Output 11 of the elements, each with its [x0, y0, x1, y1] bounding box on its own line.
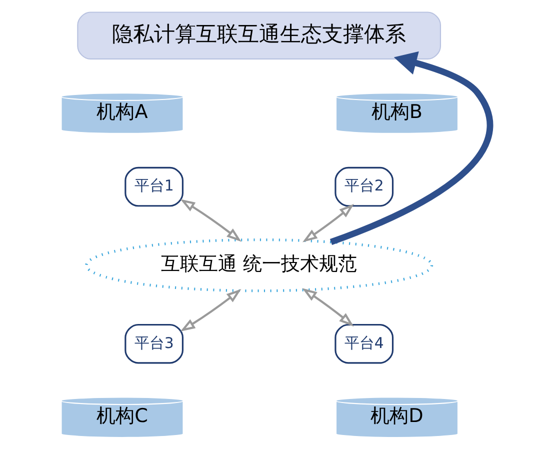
- node-box: 平台2: [334, 166, 394, 207]
- arrow: [302, 288, 354, 327]
- arrow: [180, 199, 241, 242]
- node-box: 平台1: [124, 166, 183, 207]
- node-ellipse: 互联互通 统一技术规范: [84, 238, 433, 292]
- node-box: 平台3: [124, 324, 183, 364]
- node-box: 平台4: [334, 324, 394, 364]
- arrow: [180, 289, 241, 332]
- node-box: 隐私计算互联互通生态支撑体系: [76, 12, 441, 60]
- arrow: [302, 204, 354, 242]
- arrow: [329, 51, 492, 246]
